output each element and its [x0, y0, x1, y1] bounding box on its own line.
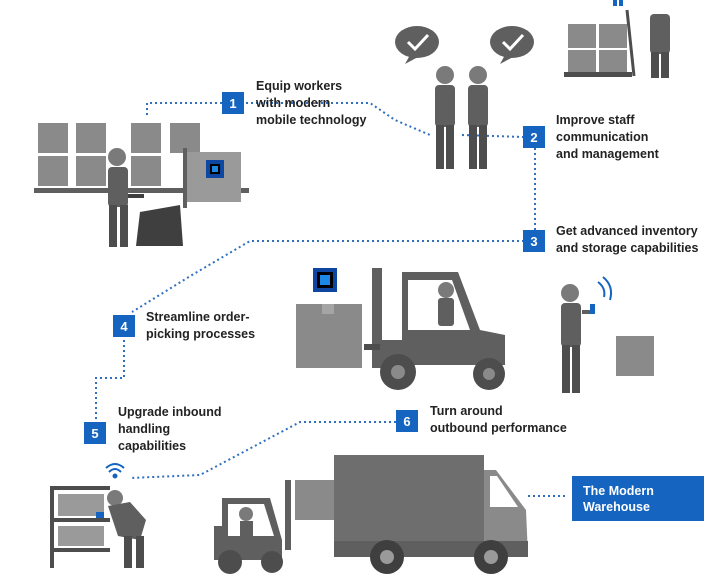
step-1-line: mobile technology	[256, 113, 367, 127]
step-5-badge: 5	[84, 422, 106, 444]
tablet-device-icon	[206, 160, 224, 178]
step-2-badge: 2	[523, 126, 545, 148]
step-3-line: and storage capabilities	[556, 241, 699, 255]
step-1-line: with modern	[256, 96, 331, 110]
step-4-label: Streamline order- picking processes	[146, 309, 255, 343]
step-3-line: Get advanced inventory	[556, 224, 698, 238]
forklift-illustration	[296, 268, 505, 390]
step-6-line: Turn around	[430, 404, 503, 418]
step-3-badge: 3	[523, 230, 545, 252]
step-2-line: and management	[556, 147, 659, 161]
step-6-label: Turn around outbound performance	[430, 403, 567, 437]
callout-line: The Modern	[583, 484, 654, 498]
shelving-worker-illustration	[50, 486, 146, 568]
step-1-label: Equip workers with modern mobile technol…	[256, 78, 366, 129]
dotted-connector-path	[95, 102, 568, 497]
step-2-line: Improve staff	[556, 113, 635, 127]
checkmark-speech-bubble-icon	[395, 26, 534, 64]
small-forklift-illustration	[214, 480, 335, 574]
wifi-signal-icon	[597, 276, 613, 301]
warehouse-worker-with-hand-truck	[108, 148, 183, 247]
two-workers-communicating	[435, 66, 488, 169]
step-4-line: Streamline order-	[146, 310, 250, 324]
step-4-badge: 4	[113, 315, 135, 337]
step-5-line: Upgrade inbound	[118, 405, 222, 419]
tablet-device-icon	[313, 268, 337, 292]
delivery-truck-illustration	[334, 455, 528, 574]
step-6-line: outbound performance	[430, 421, 567, 435]
pallet-jack-worker-illustration	[564, 0, 670, 78]
callout-line: Warehouse	[583, 500, 650, 514]
modern-warehouse-callout: The Modern Warehouse	[572, 476, 704, 521]
step-2-label: Improve staff communication and manageme…	[556, 112, 659, 163]
step-1-badge: 1	[222, 92, 244, 114]
wifi-signal-icon	[105, 463, 125, 479]
step-1-line: Equip workers	[256, 79, 343, 93]
step-5-label: Upgrade inbound handling capabilities	[118, 404, 221, 455]
step-6-badge: 6	[396, 410, 418, 432]
pallet-stack-illustration	[34, 123, 249, 208]
step-5-line: capabilities	[118, 439, 187, 453]
step-2-line: communication	[556, 130, 649, 144]
worker-with-scanner-illustration	[561, 284, 654, 393]
step-3-label: Get advanced inventory and storage capab…	[556, 223, 698, 257]
step-5-line: handling	[118, 422, 171, 436]
step-4-line: picking processes	[146, 327, 256, 341]
